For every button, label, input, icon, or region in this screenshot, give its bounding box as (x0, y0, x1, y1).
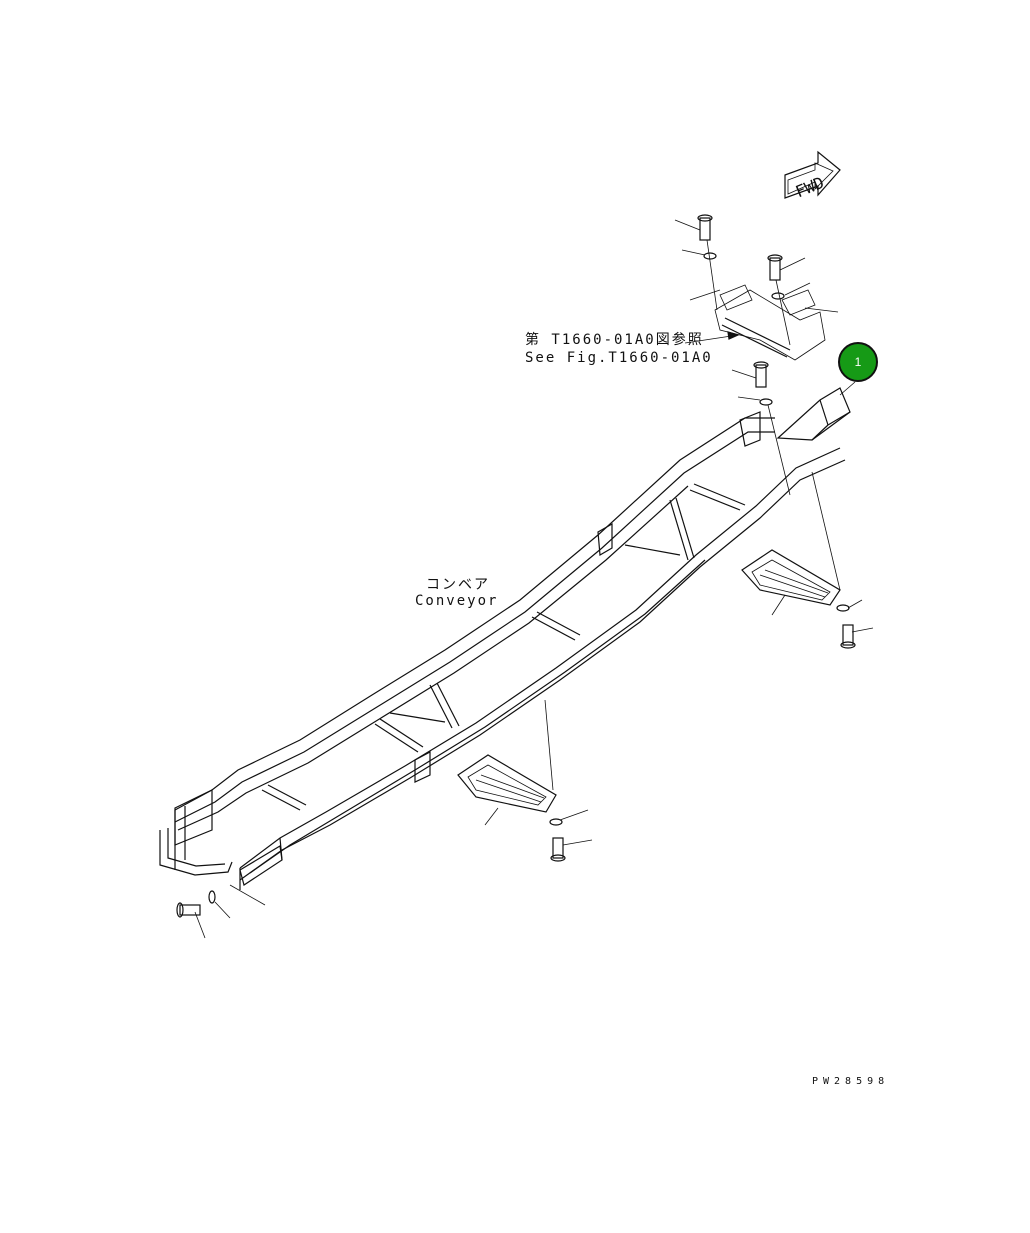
leader-lines (194, 219, 874, 939)
conveyor-label-jp: コンベア (426, 577, 490, 593)
conveyor-label-en: Conveyor (415, 593, 499, 609)
upper-bracket (714, 284, 826, 361)
footstep-center (457, 754, 557, 813)
cover-part (776, 387, 851, 441)
fasteners (176, 214, 856, 918)
drawing-id: PW28598 (812, 1076, 890, 1087)
callout-badge[interactable]: 1 (838, 342, 878, 382)
fwd-arrow-icon: FWD (784, 150, 841, 201)
reference-label-jp: 第 T1660-01A0図参照 (525, 332, 704, 348)
callout-number: 1 (854, 355, 862, 369)
reference-label-en: See Fig.T1660-01A0 (525, 350, 713, 366)
conveyor-frame (159, 411, 846, 890)
footstep-right (741, 549, 841, 606)
